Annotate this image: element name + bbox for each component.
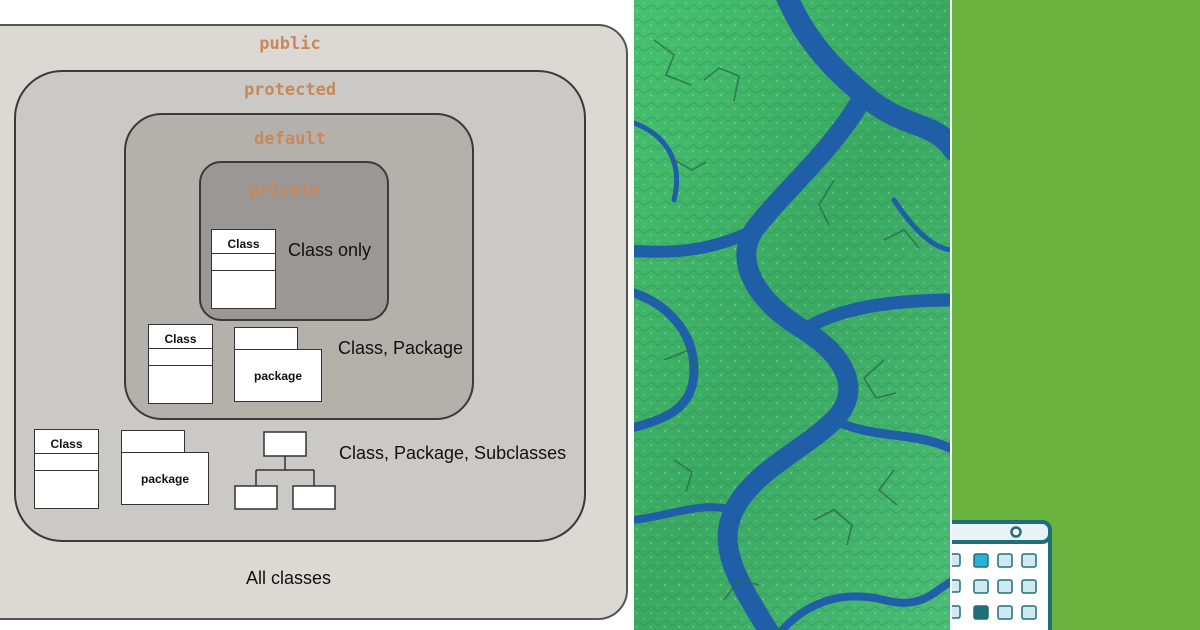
class-only-caption: Class only [288,240,372,260]
package-icon: package [234,327,322,402]
calendar-panel [952,0,1200,630]
class-icon: Class [211,229,276,309]
protected-label: protected [243,80,337,100]
class-icon: Class [34,429,99,509]
class-package-subclasses-caption: Class, Package, Subclasses [339,443,567,463]
class-icon: Class [148,324,213,404]
public-label: public [259,34,321,54]
class-package-caption: Class, Package [338,338,464,358]
private-label: private [249,181,321,201]
subclass-hierarchy-icon [234,431,336,510]
default-label: default [254,129,326,149]
river-delta-photo [634,0,950,630]
calendar-icon [952,520,1052,630]
access-modifier-diagram: public protected default private Class C… [0,24,628,620]
all-classes-caption: All classes [246,568,332,588]
package-icon: package [121,430,209,505]
river-delta-aerial-photo [634,0,950,630]
